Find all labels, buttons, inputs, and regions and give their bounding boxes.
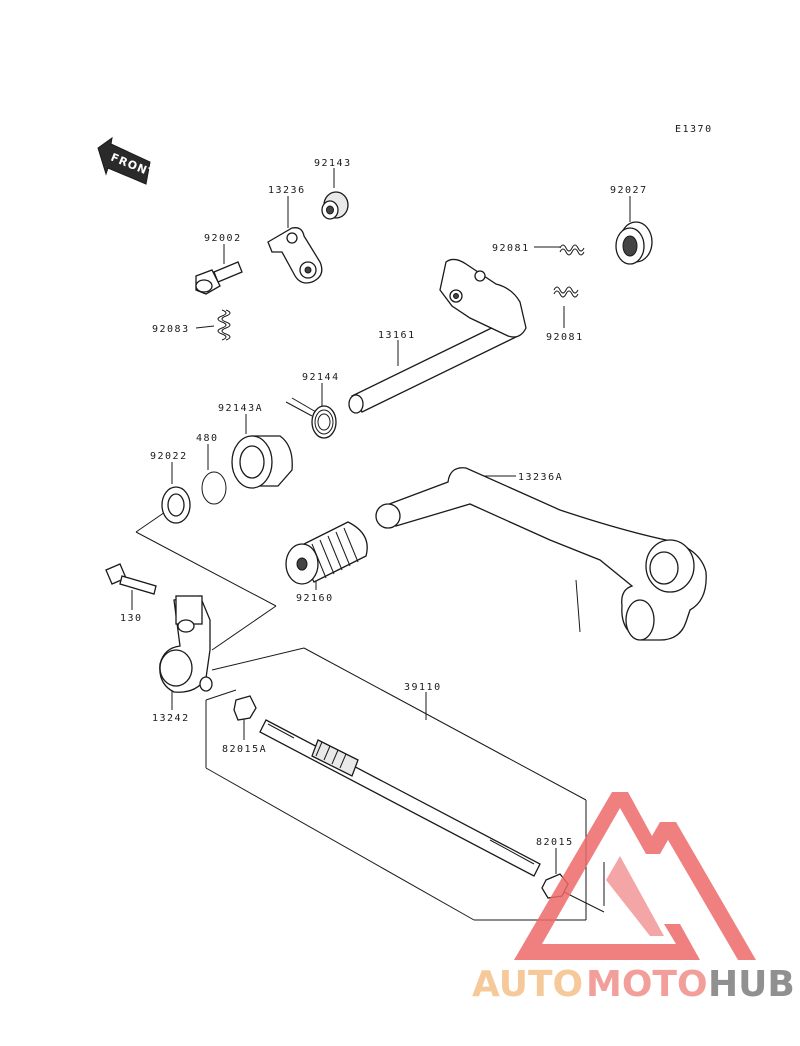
label-92002: 92002	[204, 233, 242, 244]
part-92083-spring	[217, 309, 231, 341]
watermark-hub: HUB	[708, 964, 795, 1005]
part-480-circlip	[201, 471, 227, 505]
label-480: 480	[196, 433, 219, 444]
watermark-moto: MOTO	[586, 964, 708, 1005]
part-92081-spring-upper	[559, 244, 585, 256]
label-82015: 82015	[536, 837, 574, 848]
label-92143A: 92143A	[218, 403, 263, 414]
part-13236A-shift-pedal	[375, 467, 707, 641]
part-13236-plate	[267, 227, 323, 284]
label-13242: 13242	[152, 713, 190, 724]
part-13242-shift-arm	[159, 595, 213, 693]
part-92143A-collar	[231, 435, 293, 489]
label-13161: 13161	[378, 330, 416, 341]
diagram-code: E1370	[675, 124, 713, 135]
watermark-auto: AUTO	[472, 964, 583, 1005]
label-92022: 92022	[150, 451, 188, 462]
label-92160: 92160	[296, 593, 334, 604]
label-82015A: 82015A	[222, 744, 267, 755]
part-130-bolt	[105, 563, 157, 595]
label-92081-lower: 92081	[546, 332, 584, 343]
label-92144: 92144	[302, 372, 340, 383]
part-82015A-nut	[233, 695, 257, 721]
part-92143-bushing	[321, 191, 349, 220]
part-92027-oil-seal	[615, 221, 653, 265]
label-39110: 39110	[404, 682, 442, 693]
label-92027: 92027	[610, 185, 648, 196]
label-92083: 92083	[152, 324, 190, 335]
part-92144-return-spring	[285, 397, 337, 439]
leader-lines	[131, 168, 631, 921]
part-92160-rubber-pad	[285, 521, 368, 585]
label-130: 130	[120, 613, 143, 624]
label-13236A: 13236A	[518, 472, 563, 483]
part-92002-bolt	[195, 261, 243, 295]
part-92022-washer	[161, 486, 191, 524]
label-13236: 13236	[268, 185, 306, 196]
part-13161-shift-shaft	[348, 258, 527, 414]
part-39110-tie-rod	[259, 719, 541, 877]
label-92081-upper: 92081	[492, 243, 530, 254]
part-92081-spring-lower	[553, 286, 579, 298]
front-arrow-icon: FRONT	[97, 136, 157, 185]
label-92143: 92143	[314, 158, 352, 169]
watermark-logo: AUTO MOTO HUB	[472, 792, 795, 1005]
